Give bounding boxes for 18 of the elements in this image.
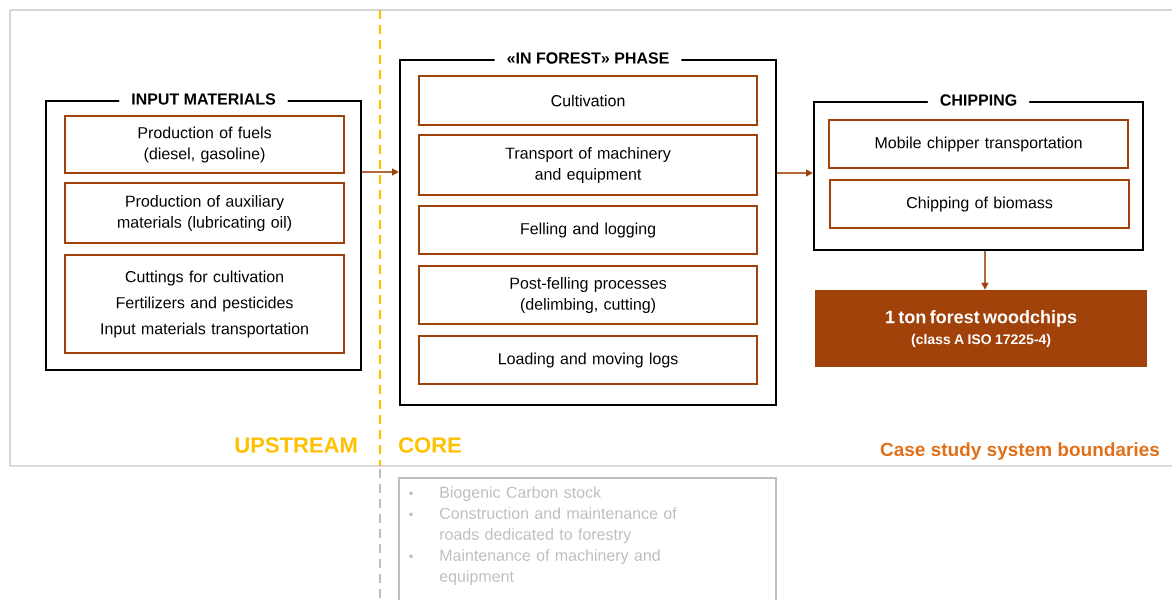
process-box: Post-felling processes (delimbing, cutting) [418, 265, 758, 325]
zone-label: UPSTREAM [235, 437, 357, 453]
excluded-box: Biogenic Carbon stock Construction and maintenance of roads dedicated to forestry Maintenance of machinery and equipment [398, 477, 777, 600]
process-box: Cuttings for cultivation Fertilizers and pesticides Input materials transportation [64, 254, 345, 354]
node-label: Construction and maintenance of roads dedicated to forestry [440, 507, 677, 544]
process-box: Production of auxiliary materials (lubricating oil) [64, 182, 345, 244]
process-box: Felling and logging [418, 205, 758, 255]
process-box: Transport of machinery and equipment [418, 134, 758, 196]
node-label: Maintenance of machinery and equipment [439, 549, 660, 586]
process-box: Cultivation [418, 75, 758, 126]
output-box: 1 ton forest woodchips (class A ISO 17225-4) [815, 290, 1147, 367]
process-box: Mobile chipper transportation [828, 119, 1129, 169]
zone-label: CORE [399, 437, 461, 453]
node-label: Biogenic Carbon stock [440, 486, 602, 502]
process-box: Chipping of biomass [829, 179, 1130, 229]
process-box: Production of fuels (diesel, gasoline) [64, 115, 345, 174]
process-box: Loading and moving logs [418, 335, 758, 385]
arrow [361, 168, 399, 176]
